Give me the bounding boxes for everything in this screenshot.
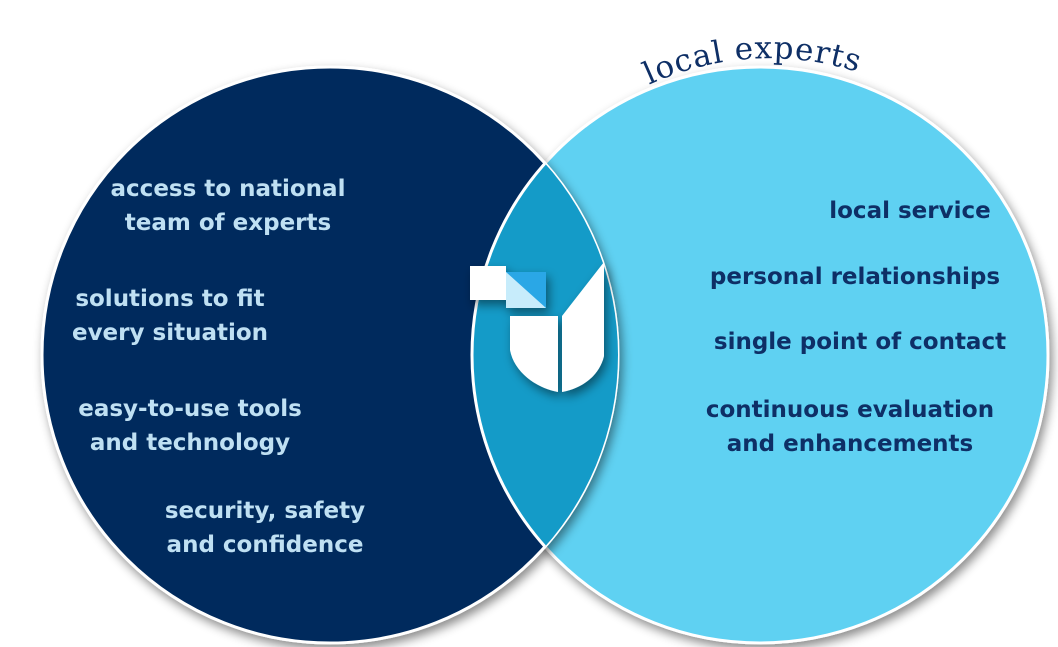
right-item-2: personal relationships	[709, 264, 1001, 290]
brand-logo-icon	[470, 262, 604, 392]
right-item-1: local service	[829, 198, 991, 224]
right-item-3: single point of contact	[713, 329, 1007, 355]
